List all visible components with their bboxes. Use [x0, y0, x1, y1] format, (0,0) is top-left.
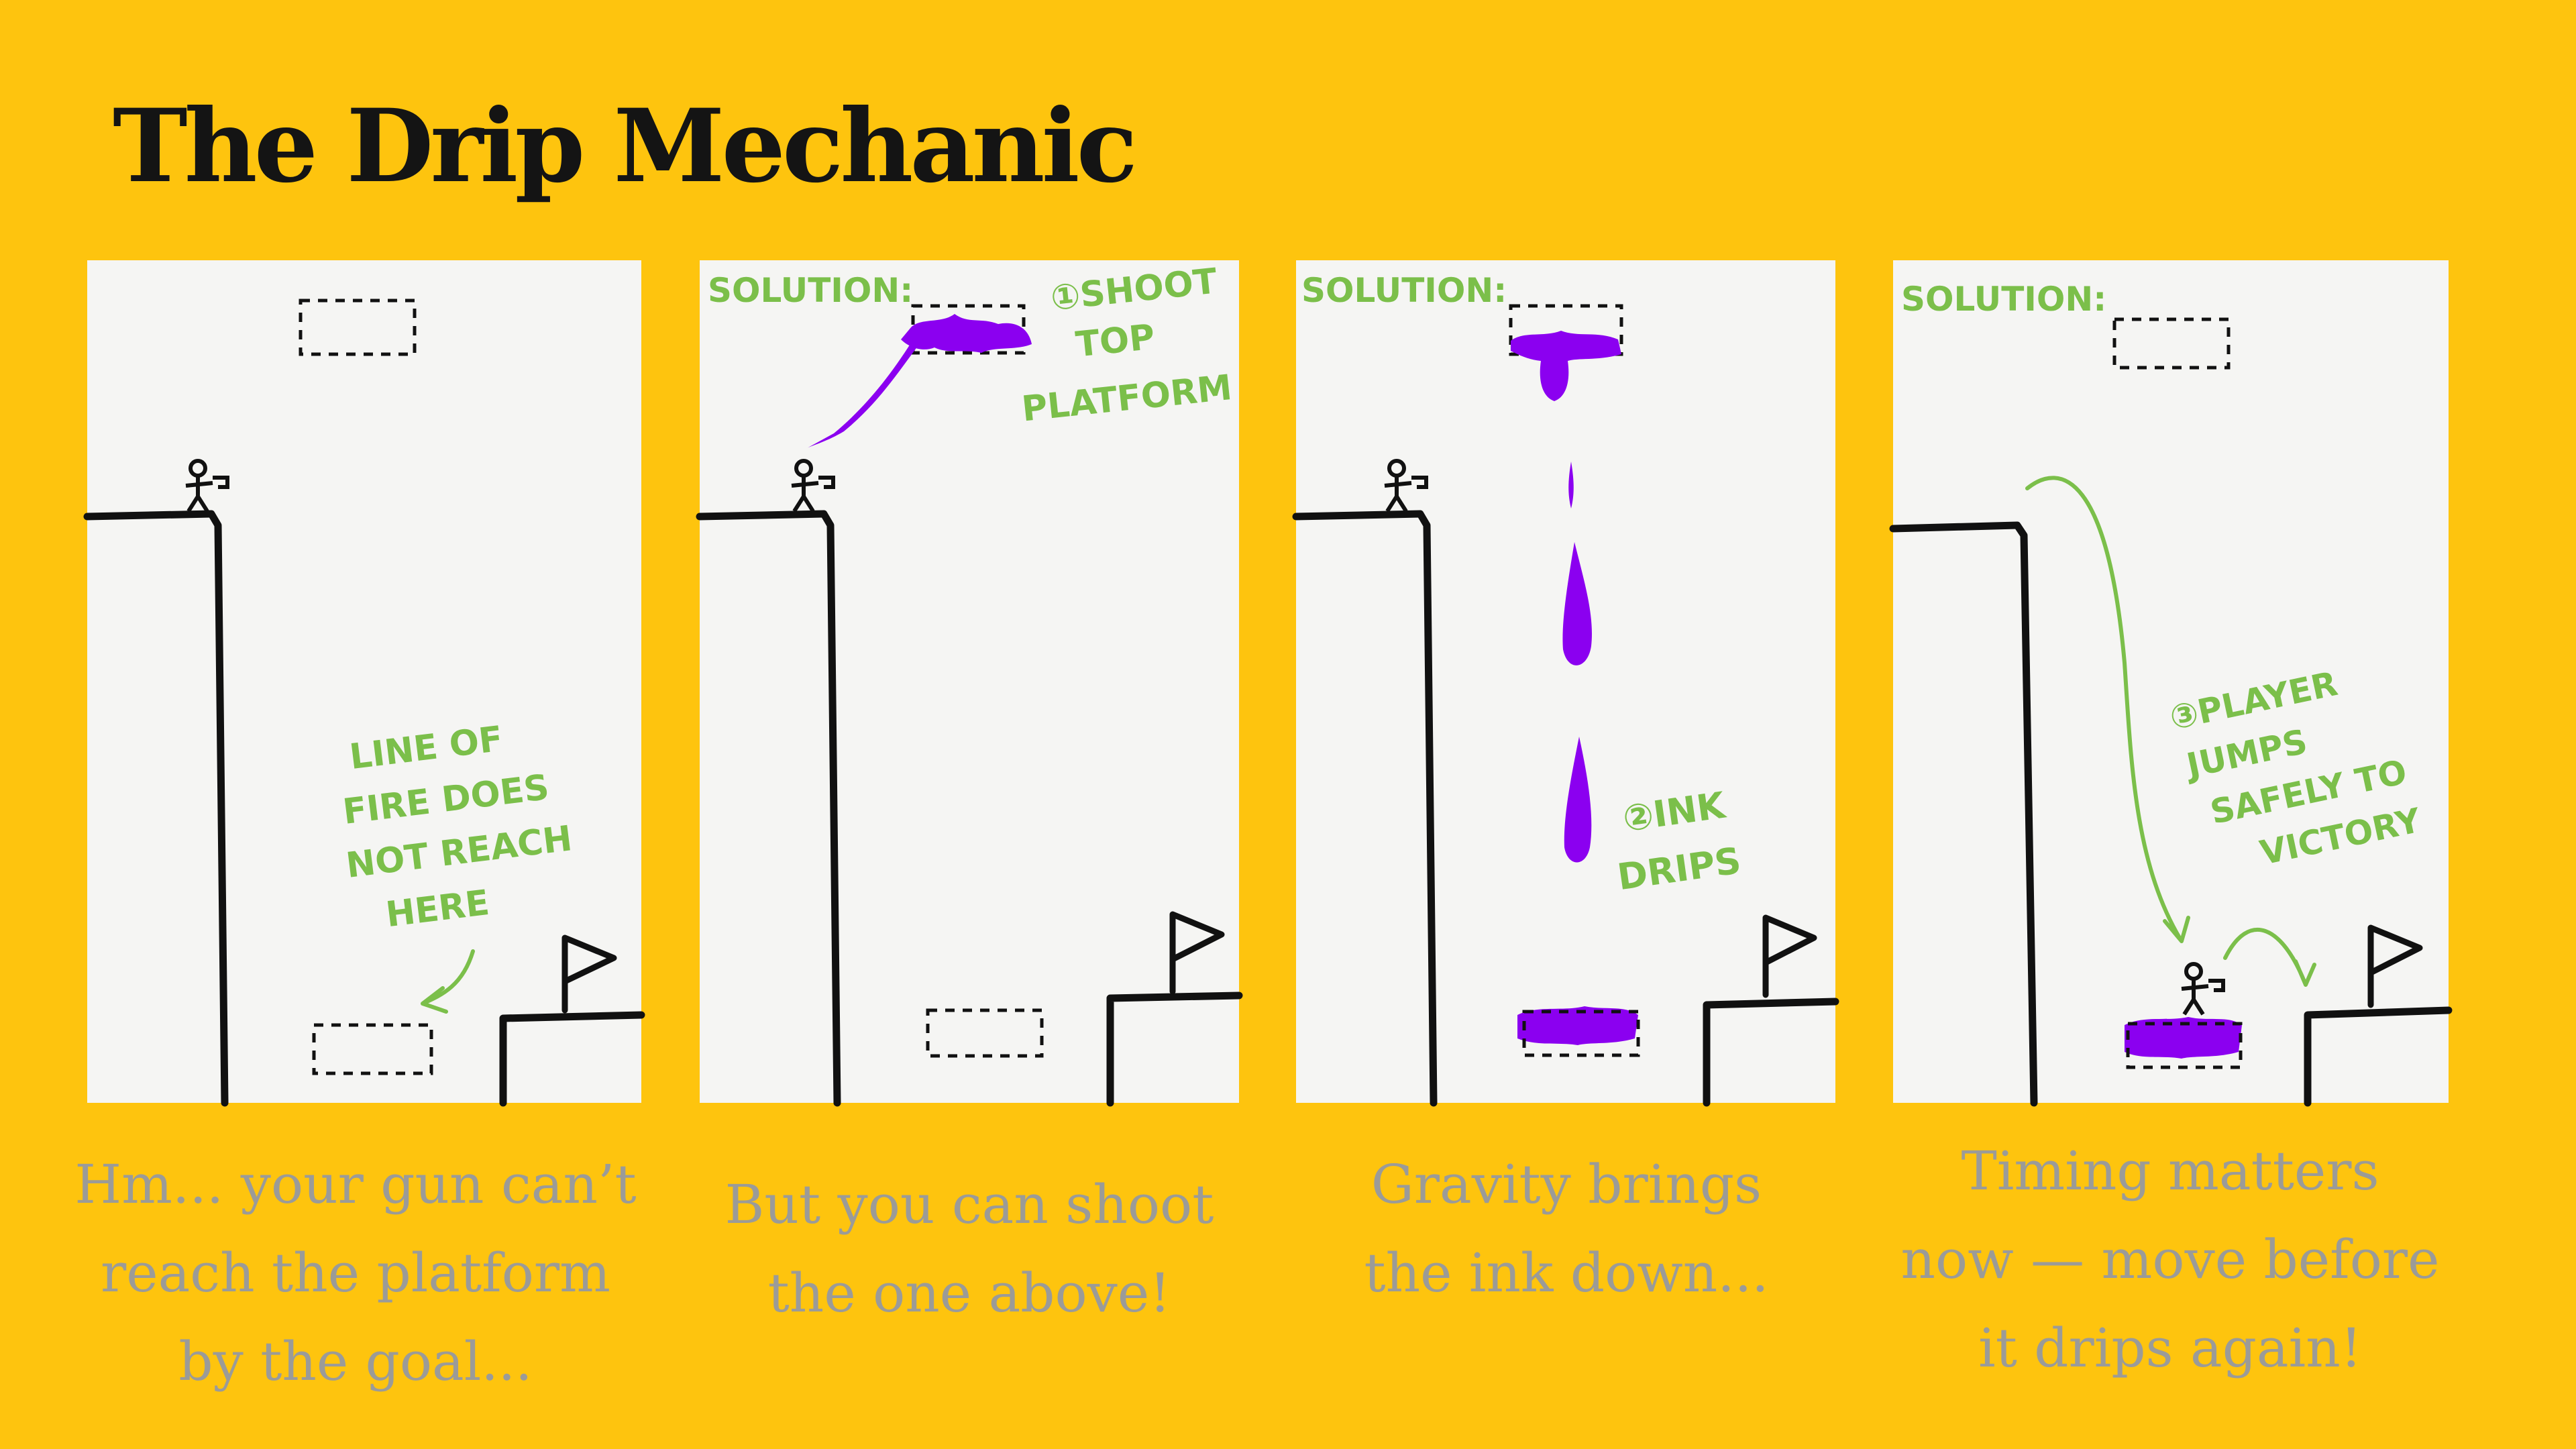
- top-platform-outline: [2112, 317, 2231, 370]
- solution-label: SOLUTION:: [1901, 280, 2106, 319]
- goal-flag-icon: [1762, 914, 1817, 998]
- stick-figure-icon: [2181, 962, 2225, 1016]
- step-annotation: ①SHOOT TOP PLATFORM: [1009, 260, 1242, 430]
- annotation-arrow: [421, 949, 475, 1014]
- step-line-1: ①SHOOT: [1049, 261, 1219, 319]
- caption-1: Hm... your gun can’t reach the platform …: [74, 1153, 637, 1393]
- cliff: [1292, 510, 1438, 1107]
- goal-platform-outline: [312, 1023, 433, 1075]
- step-line-1: ③PLAYER: [2166, 664, 2341, 737]
- stick-figure-icon: [1384, 459, 1428, 513]
- hop-arrow: [2223, 928, 2316, 987]
- goal-flag-icon: [561, 934, 617, 1014]
- top-platform-outline: [299, 299, 417, 356]
- note-line-4: HERE: [384, 883, 492, 935]
- comic-panel-3: SOLUTION: ②INK DRIPS: [1292, 260, 1839, 1107]
- goal-platform-outline: [1522, 1010, 1640, 1057]
- step-line-1: ②INK: [1620, 784, 1729, 840]
- ink-pool: [1517, 1006, 1638, 1045]
- ink-splat: [1511, 331, 1621, 401]
- step-line-2: DRIPS: [1615, 839, 1743, 898]
- note-line-1: LINE OF: [347, 719, 505, 778]
- page-title: The Drip Mechanic: [113, 87, 1138, 205]
- ink-pool: [2125, 1017, 2242, 1059]
- step-annotation: ②INK DRIPS: [1607, 782, 1748, 898]
- stick-figure-icon: [791, 459, 835, 513]
- caption-4: Timing matters now — move before it drip…: [1900, 1140, 2440, 1379]
- ink-splat: [901, 314, 1032, 353]
- caption-2: But you can shoot the one above!: [724, 1173, 1214, 1324]
- step-line-3: PLATFORM: [1020, 368, 1234, 430]
- goal-flag-icon: [1169, 911, 1225, 995]
- cliff: [696, 510, 841, 1107]
- jump-arrow: [2025, 476, 2190, 943]
- goal-ledge: [1703, 998, 1839, 1107]
- goal-platform-outline: [926, 1008, 1044, 1058]
- goal-platform-outline: [2126, 1022, 2243, 1069]
- stick-figure-icon: [185, 459, 229, 513]
- note-line-2: FIRE DOES: [341, 767, 551, 833]
- comic-panel-2: SOLUTION: ①SHOOT TOP PLATFORM: [696, 260, 1243, 1107]
- goal-flag-icon: [2367, 924, 2423, 1008]
- ink-drip-2: [1562, 542, 1592, 665]
- comic-panel-4: SOLUTION: ③PLAYER JUMPS SAFELY TO VICTOR…: [1889, 260, 2453, 1107]
- step-line-2: TOP: [1074, 317, 1157, 366]
- note-line-3: NOT REACH: [344, 818, 575, 886]
- goal-ledge: [499, 1011, 645, 1107]
- annotation-line-of-fire: LINE OF FIRE DOES NOT REACH HERE: [331, 710, 593, 939]
- solution-label: SOLUTION:: [1301, 271, 1507, 310]
- comic-panel-1: LINE OF FIRE DOES NOT REACH HERE: [83, 260, 645, 1107]
- cliff: [83, 510, 229, 1107]
- solution-label: SOLUTION:: [708, 271, 913, 310]
- ink-drip-3: [1564, 737, 1592, 863]
- top-platform-outline: [911, 304, 1026, 355]
- goal-ledge: [2304, 1006, 2453, 1107]
- cliff: [1889, 521, 2038, 1107]
- ink-shot-trail: [807, 337, 924, 448]
- caption-3: Gravity brings the ink down...: [1364, 1153, 1769, 1304]
- goal-ledge: [1106, 991, 1243, 1107]
- step-annotation: ③PLAYER JUMPS SAFELY TO VICTORY: [2166, 651, 2432, 885]
- ink-drip-1: [1568, 462, 1574, 508]
